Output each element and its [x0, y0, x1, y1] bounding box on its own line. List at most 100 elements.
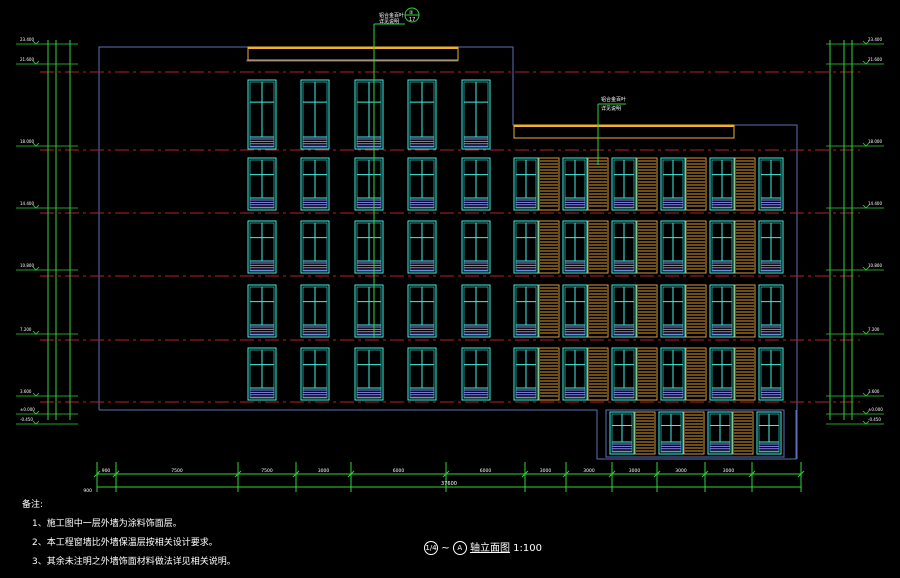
louver-right-r4-c4 [587, 347, 609, 401]
window-left-r5-c5 [461, 347, 491, 401]
window-right-r3-c9 [709, 284, 735, 338]
louver-right-r1-c2 [538, 157, 560, 211]
window-frame [709, 284, 735, 338]
window-frame [247, 347, 277, 401]
louver-right-r3-c10 [734, 284, 756, 338]
dim-arrow-13 [797, 470, 805, 478]
louver-right-r2-c10 [734, 220, 756, 274]
elev-marker-8 [862, 410, 870, 415]
louver-frame [587, 347, 609, 401]
elev-label-5: 10.800 [20, 263, 34, 268]
window-frame [300, 284, 330, 338]
louver-frame [636, 347, 658, 401]
callout-leader-1 [373, 7, 420, 338]
window-right-r2-c5 [611, 220, 637, 274]
window-frame [354, 157, 384, 211]
window-right-r2-c3 [562, 220, 588, 274]
window-right-r1-c3 [562, 157, 588, 211]
title-text: 轴立面图 [469, 543, 510, 554]
dim-arrow-3 [234, 470, 242, 478]
window-frame [513, 347, 539, 401]
window-frame [513, 157, 539, 211]
window-annex-c5 [707, 411, 733, 455]
louver-frame [734, 157, 756, 211]
louver-frame [538, 157, 560, 211]
window-left-r1-c5 [461, 79, 491, 150]
elev-marker-2 [862, 60, 870, 65]
window-frame [709, 347, 735, 401]
window-right-r1-c7 [660, 157, 686, 211]
louver-right-r4-c2 [538, 347, 560, 401]
dim-arrow-4 [292, 470, 300, 478]
window-left-r4-c3 [354, 284, 384, 338]
window-frame [461, 284, 491, 338]
elev-label-3: 18.000 [868, 139, 882, 144]
callout-2-text1: 铝合金百叶 [601, 96, 626, 103]
window-right-r4-c3 [562, 347, 588, 401]
louver-right-r1-c4 [587, 157, 609, 211]
louver-right-r1-c6 [636, 157, 658, 211]
callout-leader-2 [597, 103, 626, 165]
window-frame [247, 284, 277, 338]
window-right-r4-c7 [660, 347, 686, 401]
window-right-r4-c11 [758, 347, 784, 401]
louver-right-r1-c10 [734, 157, 756, 211]
window-frame [247, 157, 277, 211]
louver-frame [538, 220, 560, 274]
elev-marker-5 [862, 266, 870, 271]
window-frame [354, 79, 384, 150]
dim-arrow-5 [347, 470, 355, 478]
elev-label-9: -0.450 [20, 417, 33, 422]
louver-right-r3-c4 [587, 284, 609, 338]
window-frame [611, 157, 637, 211]
dim-seg-label-3: 3000 [318, 468, 330, 474]
elev-marker-3 [862, 142, 870, 147]
elev-label-6: 7.200 [868, 327, 880, 332]
window-frame [611, 220, 637, 274]
window-frame [562, 347, 588, 401]
drawing-title: 1/4 ~ A 轴立面图 1:100 [424, 541, 542, 555]
dim-seg-label-6: 3000 [540, 468, 552, 474]
windows-annex-block [605, 409, 785, 458]
window-frame [709, 220, 735, 274]
window-frame [407, 157, 437, 211]
louver-right-r2-c8 [685, 220, 707, 274]
elev-label-1: 23.400 [868, 37, 882, 42]
elev-marker-4 [32, 204, 40, 209]
window-left-r1-c4 [407, 79, 437, 150]
window-frame [354, 220, 384, 274]
window-frame [758, 347, 784, 401]
callout-1-text2: 详见说明 [379, 18, 399, 25]
window-annex-c1 [609, 411, 635, 455]
window-annex-c3 [658, 411, 684, 455]
window-right-r3-c5 [611, 284, 637, 338]
window-frame [758, 157, 784, 211]
window-frame [247, 79, 277, 150]
window-right-r4-c5 [611, 347, 637, 401]
window-frame [461, 157, 491, 211]
window-left-r5-c2 [300, 347, 330, 401]
louver-right-r2-c2 [538, 220, 560, 274]
window-frame [461, 79, 491, 150]
window-frame [354, 347, 384, 401]
louver-frame [587, 284, 609, 338]
elev-label-4: 14.400 [868, 201, 882, 206]
dim-seg-label-2: 7500 [261, 468, 273, 474]
louver-frame [587, 157, 609, 211]
window-frame [562, 220, 588, 274]
louver-frame [685, 157, 707, 211]
note-2: 2、本工程窗墙比外墙保温层按相关设计要求。 [32, 538, 218, 548]
notes-heading: 备注: [22, 500, 44, 510]
louver-frame [734, 347, 756, 401]
dim-arrow-1 [93, 470, 101, 478]
louver-frame [685, 220, 707, 274]
louver-frame [685, 347, 707, 401]
note-1: 1、施工图中一层外墙为涂料饰面层。 [32, 519, 182, 529]
window-frame [658, 411, 684, 455]
elev-label-6: 7.200 [20, 327, 32, 332]
window-right-r1-c11 [758, 157, 784, 211]
floor-lines [40, 71, 860, 403]
louver-annex-c4 [683, 411, 705, 455]
